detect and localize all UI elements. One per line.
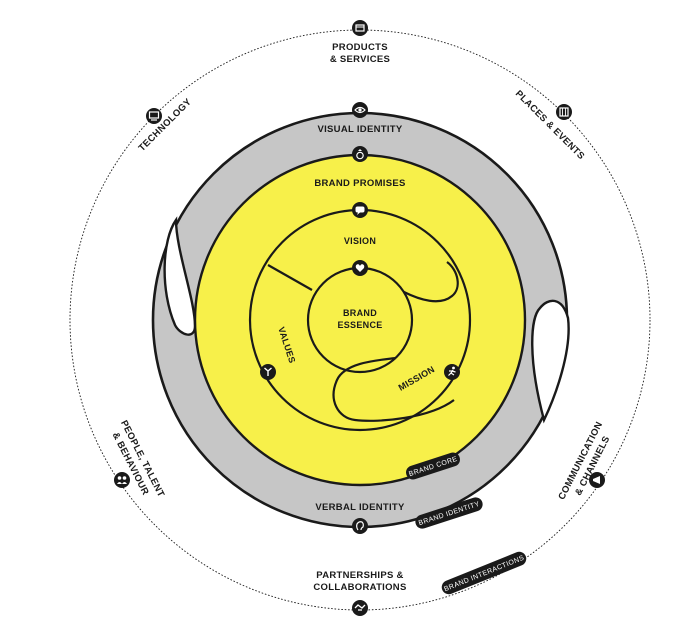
outer-ring: [69, 29, 651, 611]
essence-label-line1: BRAND: [343, 308, 377, 318]
speech-bubble-icon: [352, 202, 368, 218]
ear-icon: [352, 518, 368, 534]
box-icon: [352, 20, 368, 36]
places-label: PLACES & EVENTS: [513, 88, 587, 162]
identity-ring-notch-left: [163, 216, 197, 336]
vision-lobe: [403, 261, 459, 303]
products-label-line2: & SERVICES: [330, 54, 390, 65]
tree-icon: [260, 364, 276, 380]
partnerships-label-line1: PARTNERSHIPS &: [316, 570, 403, 581]
brand-interactions-tag: BRAND INTERACTIONS: [441, 551, 527, 595]
megaphone-icon: [589, 472, 605, 488]
diamond-ring-icon: [352, 146, 368, 162]
brand-interactions-tag-text: BRAND INTERACTIONS: [443, 555, 525, 594]
heart-icon: [352, 260, 368, 276]
handshake-icon: [352, 600, 368, 616]
people-icon: [114, 472, 130, 488]
building-icon: [556, 104, 572, 120]
values-divider: [267, 264, 313, 291]
mission-lobe: [332, 356, 455, 422]
visual-identity-label: VISUAL IDENTITY: [317, 124, 402, 135]
computer-icon: [146, 108, 162, 124]
runner-icon: [444, 364, 460, 380]
brand-promises-label: BRAND PROMISES: [314, 178, 405, 189]
vision-label: VISION: [344, 236, 376, 246]
verbal-identity-label: VERBAL IDENTITY: [315, 502, 405, 513]
partnerships-label-line2: COLLABORATIONS: [313, 582, 406, 593]
identity-ring-notch-right: [531, 299, 570, 424]
eye-icon: [352, 102, 368, 118]
essence-label-line2: ESSENCE: [337, 320, 382, 330]
products-label-line1: PRODUCTS: [332, 42, 388, 53]
